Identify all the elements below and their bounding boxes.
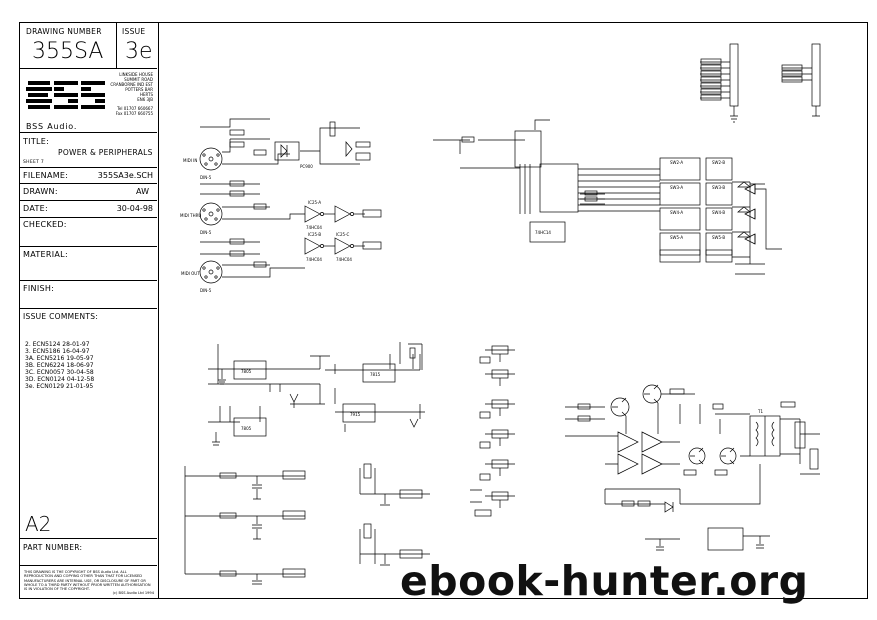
regulator-label: 7805 (241, 426, 252, 431)
switch-label: SW3-A (670, 185, 683, 190)
switch-label: SW5-B (712, 235, 725, 240)
midi-in-connector (199, 147, 223, 171)
switch-label: SW5-A (670, 235, 683, 240)
address-line: CRANBORNE IND EST (110, 82, 153, 87)
finish-label: FINISH: (23, 284, 55, 293)
part-number-label: PART NUMBER: (23, 543, 83, 552)
ic-label: IC25-B (308, 232, 321, 237)
size-row: A2 (19, 510, 157, 539)
drawing-sheet-border (19, 22, 868, 599)
regulator-label: 7805 (241, 369, 252, 374)
switch-label: SW2-A (670, 160, 683, 165)
schematic-drawing: MIDI IN MIDI THRU MIDI OUT DIN-5 DIN-5 D… (180, 43, 821, 585)
din-connector-label: DIN-5 (200, 175, 212, 180)
ic-part-label: 74HC04 (306, 225, 322, 230)
title-label: TITLE: (23, 137, 50, 146)
midi-out-connector (199, 260, 223, 284)
address-line: SUMMIT ROAD (124, 77, 153, 82)
sheet-size: A2 (25, 512, 52, 536)
regulator-label: 7815 (370, 372, 381, 377)
drawn-label: DRAWN: (23, 187, 58, 196)
ic-label: IC25-A (308, 200, 321, 205)
filter-section (184, 463, 430, 585)
part-number-row: PART NUMBER: (19, 539, 157, 566)
ic-label: IC25-C (336, 232, 350, 237)
drawing-title: POWER & PERIPHERALS (58, 148, 153, 157)
drawn-row: DRAWN: AW (19, 184, 157, 201)
copyright-text: THIS DRAWING IS THE COPYRIGHT OF BSS Aud… (24, 570, 151, 592)
switch-label: SW4-A (670, 210, 683, 215)
switch-matrix-section (433, 43, 821, 275)
comment-item: 3e. ECN0129 21-01-95 (25, 383, 94, 390)
fax: Fax 01707 660755 (115, 111, 153, 116)
drawing-number-row: DRAWING NUMBER ISSUE 355SA 3e (19, 22, 157, 69)
watermark-text: ebook-hunter.org (400, 557, 809, 605)
midi-thru-label: MIDI THRU (180, 213, 201, 218)
filename-row: FILENAME: 355SA3e.SCH (19, 168, 157, 184)
transformer-label: T1 (757, 409, 763, 414)
opto-label: PC900 (300, 164, 313, 169)
midi-out-label: MIDI OUT (181, 271, 200, 276)
material-row: MATERIAL: (19, 247, 157, 281)
comment-item: 3D. ECN0124 04-12-58 (25, 376, 95, 383)
finish-row: FINISH: (19, 281, 157, 309)
sheet-number: SHEET 7 (23, 160, 45, 165)
date-value: 30-04-98 (116, 204, 153, 213)
copyright-notice: THIS DRAWING IS THE COPYRIGHT OF BSS Aud… (24, 570, 154, 596)
date-row: DATE: 30-04-98 (19, 201, 157, 218)
address-line: LINKSIDE HOUSE (119, 72, 153, 77)
ic-part-label: 74HC04 (306, 257, 322, 262)
date-label: DATE: (23, 204, 49, 213)
comment-item: 3B. ECN6224 18-06-97 (25, 362, 94, 369)
copyright-mark: (c) BSS Audio Ltd 1994 (112, 591, 154, 596)
address-line: HERTS (139, 92, 153, 97)
regulator-section (208, 342, 425, 446)
drawn-value: AW (136, 187, 149, 196)
telephone: Tel 01707 660667 (117, 106, 153, 111)
issue-comments-list: 2. ECN5124 28-01-97 3. ECN5186 16-04-97 … (25, 341, 94, 390)
drawing-number: 355SA (32, 39, 104, 64)
title-block: DRAWING NUMBER ISSUE 355SA 3e (19, 22, 159, 599)
company-row: LINKSIDE HOUSE SUMMIT ROAD CRANBORNE IND… (19, 69, 157, 133)
ic-part-label: 74HC14 (535, 230, 551, 235)
company-address: LINKSIDE HOUSE SUMMIT ROAD CRANBORNE IND… (110, 72, 153, 116)
comment-item: 3. ECN5186 16-04-97 (25, 348, 90, 355)
drawing-number-label: DRAWING NUMBER (26, 27, 102, 36)
comments-row: ISSUE COMMENTS: (19, 309, 157, 539)
filename-value: 355SA3e.SCH (97, 171, 153, 180)
checked-label: CHECKED: (23, 220, 67, 229)
filename-label: FILENAME: (23, 171, 69, 180)
switch-label: SW3-B (712, 185, 725, 190)
company-name: BSS Audio. (26, 122, 78, 131)
checked-row: CHECKED: (19, 218, 157, 247)
title-row: TITLE: POWER & PERIPHERALS SHEET 7 (19, 133, 157, 168)
address-line: POTTERS BAR (125, 87, 153, 92)
midi-section (199, 118, 382, 284)
comments-label: ISSUE COMMENTS: (23, 312, 99, 321)
regulator-label: 7915 (350, 412, 361, 417)
issue-value: 3e (125, 39, 153, 64)
din-connector-label: DIN-5 (200, 288, 212, 293)
divider (116, 22, 117, 69)
midi-in-label: MIDI IN (183, 158, 197, 163)
power-output-section (565, 384, 820, 551)
din-connector-label: DIN-5 (200, 230, 212, 235)
trim-pot-section (470, 345, 515, 517)
switch-label: SW4-B (712, 210, 725, 215)
material-label: MATERIAL: (23, 250, 68, 259)
comment-item: 2. ECN5124 28-01-97 (25, 341, 90, 348)
comment-item: 3A. ECN5216 19-05-97 (25, 355, 94, 362)
switch-label: SW2-B (712, 160, 725, 165)
midi-thru-connector (199, 202, 223, 226)
comment-item: 3C. ECN0057 30-04-58 (25, 369, 94, 376)
issue-label: ISSUE (122, 27, 146, 36)
bss-logo-icon (26, 81, 105, 109)
address-line: EN6 3JB (137, 97, 153, 102)
ic-part-label: 74HC04 (336, 257, 352, 262)
